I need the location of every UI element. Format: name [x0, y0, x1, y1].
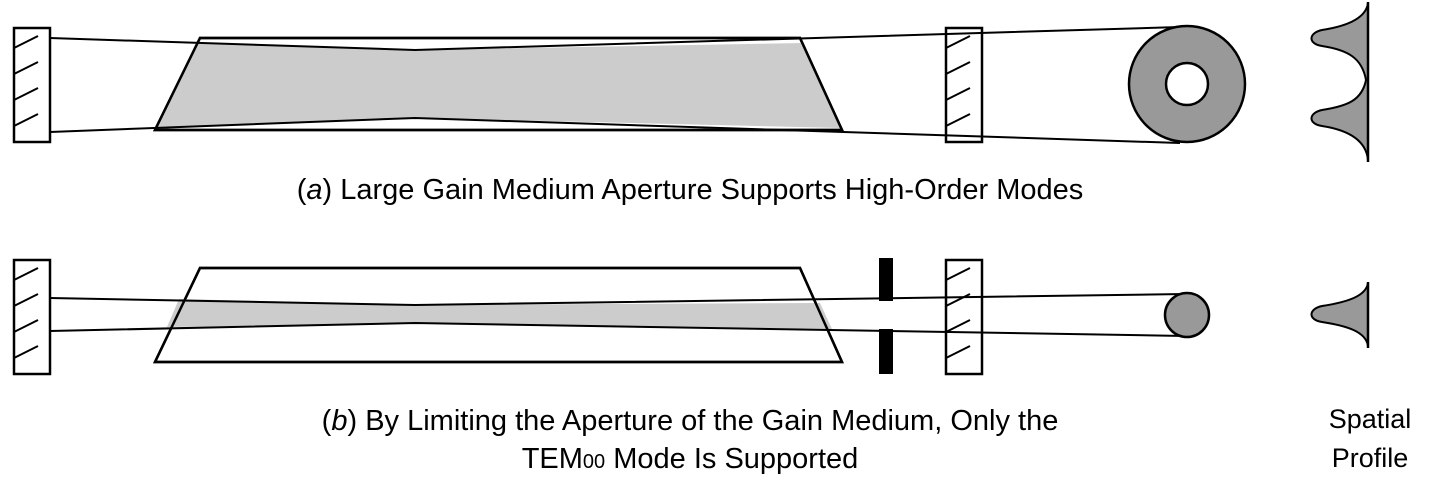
panel-b-aperture-stop [879, 258, 893, 374]
panel-a-output-coupler [944, 26, 984, 144]
spatial-profile-label-line1: Spatial [1329, 404, 1412, 434]
panel-b-caption-line2: TEM00 Mode Is Supported [522, 443, 859, 475]
panel-a-beam-in-gain [155, 43, 842, 128]
panel-b: (b) By Limiting the Aperture of the Gain… [12, 258, 1370, 475]
panel-b-beam-outline [49, 293, 1186, 337]
panel-b-beam-in-gain [167, 299, 832, 329]
panel-a: (a) Large Gain Medium Aperture Supports … [12, 2, 1370, 206]
panel-a-beam-outline [49, 26, 1181, 144]
spatial-profile-label-line2: Profile [1332, 443, 1409, 473]
panel-a-rear-mirror [12, 26, 52, 144]
panel-b-caption-line1: (b) By Limiting the Aperture of the Gain… [322, 405, 1059, 437]
panel-b-output-coupler [944, 258, 984, 376]
panel-a-beam-spot-donut [1127, 24, 1247, 144]
spatial-profile-label: Spatial Profile [1329, 404, 1412, 473]
panel-b-beam-spot [1163, 291, 1211, 339]
panel-b-spatial-profile [1310, 282, 1370, 348]
panel-a-caption: (a) Large Gain Medium Aperture Supports … [297, 174, 1084, 206]
panel-b-rear-mirror [12, 258, 52, 376]
panel-a-spatial-profile [1310, 2, 1370, 162]
